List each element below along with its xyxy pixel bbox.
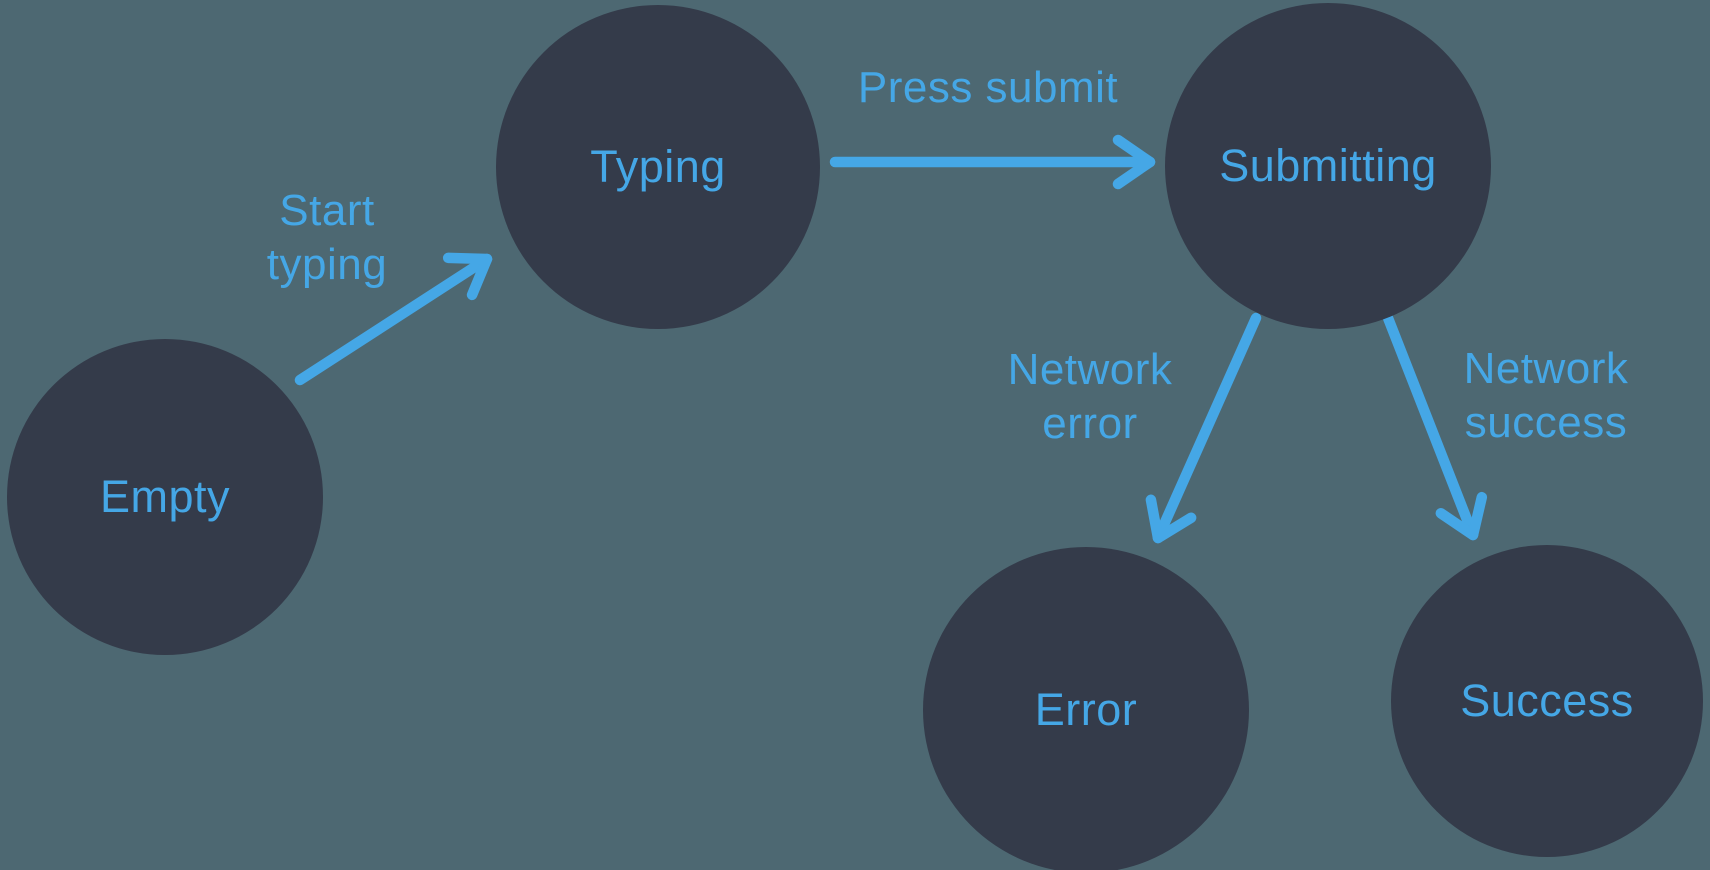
edge-network-error-arrow (1145, 312, 1262, 544)
state-node-typing: Typing (496, 5, 820, 329)
state-node-label: Typing (590, 141, 726, 192)
state-node-label: Submitting (1219, 140, 1437, 191)
edge-label-network-success: Network success (1464, 342, 1629, 450)
state-node-label: Error (1034, 684, 1138, 735)
state-node-label: Empty (99, 471, 231, 522)
edge-network-success-arrow (1382, 312, 1488, 541)
edge-label-line: Network (1007, 345, 1173, 394)
edge-label-line: typing (266, 240, 388, 289)
edge-label-line: Press submit (857, 63, 1119, 112)
edge-label-press-submit: Press submit (858, 61, 1118, 115)
edge-label-network-error: Network error (1008, 343, 1173, 451)
state-node-success: Success (1391, 545, 1703, 857)
edge-label-line: error (1042, 399, 1138, 448)
edge-label-line: Network (1463, 344, 1629, 393)
state-node-label: Success (1460, 675, 1634, 726)
edge-label-start-typing: Start typing (267, 184, 387, 292)
state-node-empty: Empty (7, 339, 323, 655)
edge-label-line: Start (279, 186, 375, 235)
state-node-error: Error (923, 547, 1249, 870)
state-node-submitting: Submitting (1165, 3, 1491, 329)
edge-label-line: success (1464, 398, 1628, 447)
